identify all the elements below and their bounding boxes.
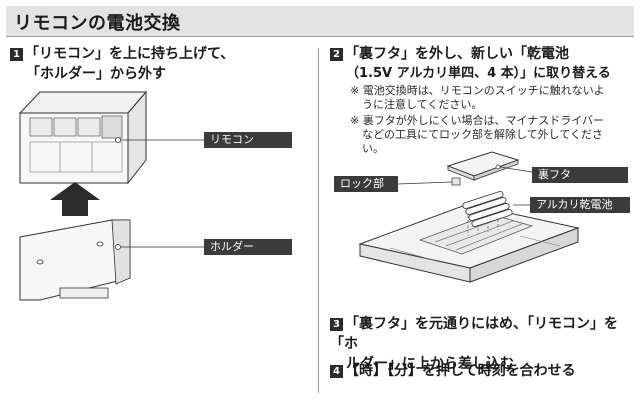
holder-illustration: [19, 219, 204, 301]
callout-holder: ホルダー: [204, 239, 292, 255]
callout-back-cover: 裏フタ: [532, 167, 628, 183]
step-1: 1「リモコン」を上に持ち上げて、 「ホルダー」から外す: [10, 44, 234, 84]
page-title: リモコンの電池交換: [14, 13, 181, 34]
step-4-line-1: 【時】【分】を押して時刻を合わせる: [345, 363, 576, 379]
step-3-line-1: 「裏フタ」を元通りにはめ、「リモコン」を「ホ: [330, 316, 618, 352]
step-2: 2「裏フタ」を外し、新しい「乾電池 （1.5V アルカリ単四、4 本）」に取り替…: [330, 44, 611, 84]
note-1-line-1: ※ 電池交換時は、リモコンのスイッチに触れないよ: [350, 84, 605, 97]
note-2-line-2: などの工具にてロック部を解除して外してくださ: [362, 128, 604, 141]
step-2-line-2: （1.5V アルカリ単四、4 本）」に取り替える: [346, 66, 611, 81]
step-4: 4【時】【分】を押して時刻を合わせる: [330, 361, 576, 381]
note-2-line-3: い。: [362, 142, 384, 155]
step-2-number: 2: [330, 48, 343, 61]
up-arrow-icon: [50, 182, 100, 216]
batteries-illustration: [462, 191, 530, 236]
step-3-number: 3: [330, 318, 343, 331]
battery-compartment-illustration: [358, 203, 580, 283]
remote-control-illustration: [18, 90, 204, 185]
step-1-number: 1: [10, 48, 23, 61]
callout-remote: リモコン: [204, 132, 292, 148]
step-3-line-2: ルダー」に上から差し込む: [346, 356, 514, 372]
note-2: ※ 裏フタが外しにくい場合は、マイナスドライバー などの工具にてロック部を解除し…: [350, 114, 604, 156]
note-1: ※ 電池交換時は、リモコンのスイッチに触れないよ うに注意してください。: [350, 84, 605, 112]
step-3: 3「裏フタ」を元通りにはめ、「リモコン」を「ホ ルダー」に上から差し込む: [330, 314, 640, 374]
note-2-line-1: ※ 裏フタが外しにくい場合は、マイナスドライバー: [350, 114, 605, 127]
title-bar: リモコンの電池交換: [6, 6, 634, 37]
column-divider: [318, 48, 319, 393]
step-1-line-2: 「ホルダー」から外す: [26, 66, 166, 82]
step-2-line-1: 「裏フタ」を外し、新しい「乾電池: [345, 46, 569, 62]
callout-lock: ロック部: [334, 176, 398, 192]
step-1-line-1: 「リモコン」を上に持ち上げて、: [25, 46, 235, 62]
callout-battery: アルカリ乾電池: [530, 197, 630, 213]
step-4-number: 4: [330, 365, 343, 378]
note-1-line-2: うに注意してください。: [362, 98, 483, 111]
back-cover-illustration: [397, 151, 533, 186]
